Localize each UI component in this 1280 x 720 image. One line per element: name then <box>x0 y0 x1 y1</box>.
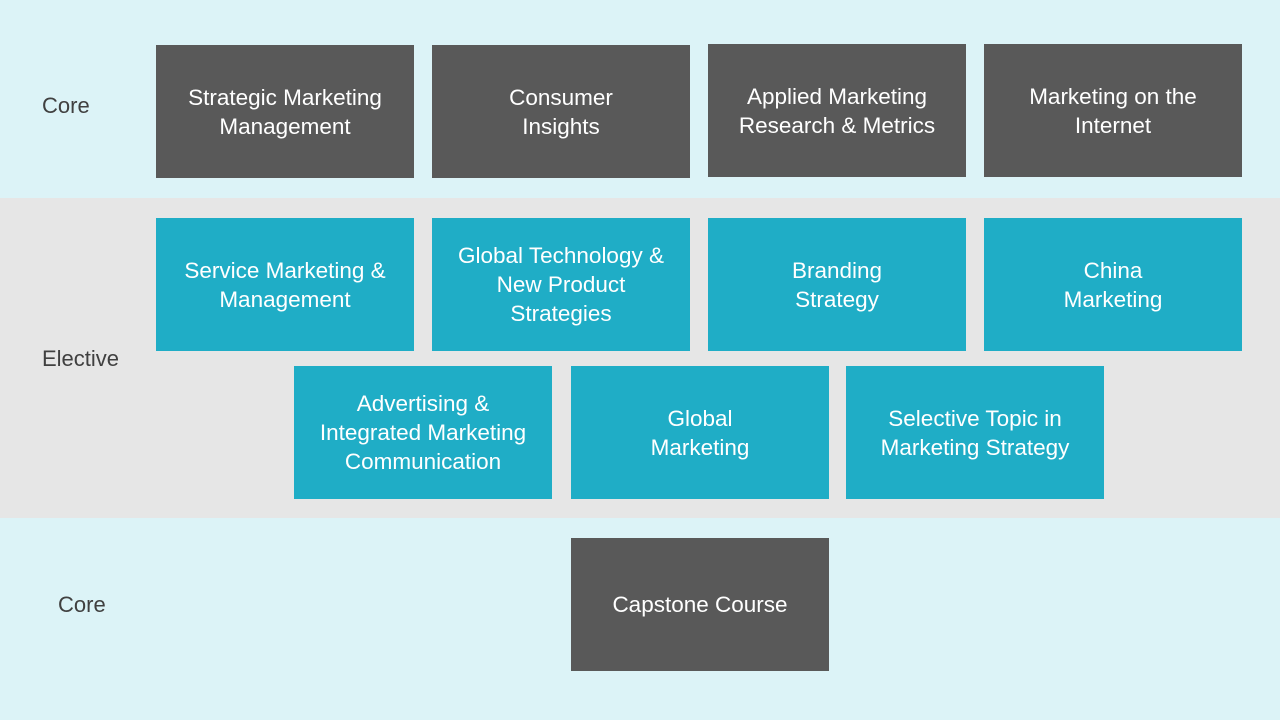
core-course-capstone: Capstone Course <box>571 538 829 671</box>
row-label-core-top: Core <box>42 93 90 118</box>
core-course-marketing-on-internet: Marketing on the Internet <box>984 44 1242 177</box>
row-label-core-bottom: Core <box>58 592 106 617</box>
elective-course-selective-topic: Selective Topic in Marketing Strategy <box>846 366 1104 499</box>
row-label-elective: Elective <box>42 346 120 371</box>
core-course-consumer-insights: Consumer Insights <box>432 45 690 178</box>
elective-course-advertising-imc: Advertising & Integrated Marketing Commu… <box>294 366 552 499</box>
elective-course-global-technology: Global Technology & New Product Strategi… <box>432 218 690 351</box>
core-course-strategic-marketing-management: Strategic Marketing Management <box>156 45 414 178</box>
elective-course-service-marketing: Service Marketing & Management <box>156 218 414 351</box>
elective-course-china-marketing: China Marketing <box>984 218 1242 351</box>
core-course-applied-marketing-research: Applied Marketing Research & Metrics <box>708 44 966 177</box>
elective-course-global-marketing: Global Marketing <box>571 366 829 499</box>
elective-course-branding-strategy: Branding Strategy <box>708 218 966 351</box>
